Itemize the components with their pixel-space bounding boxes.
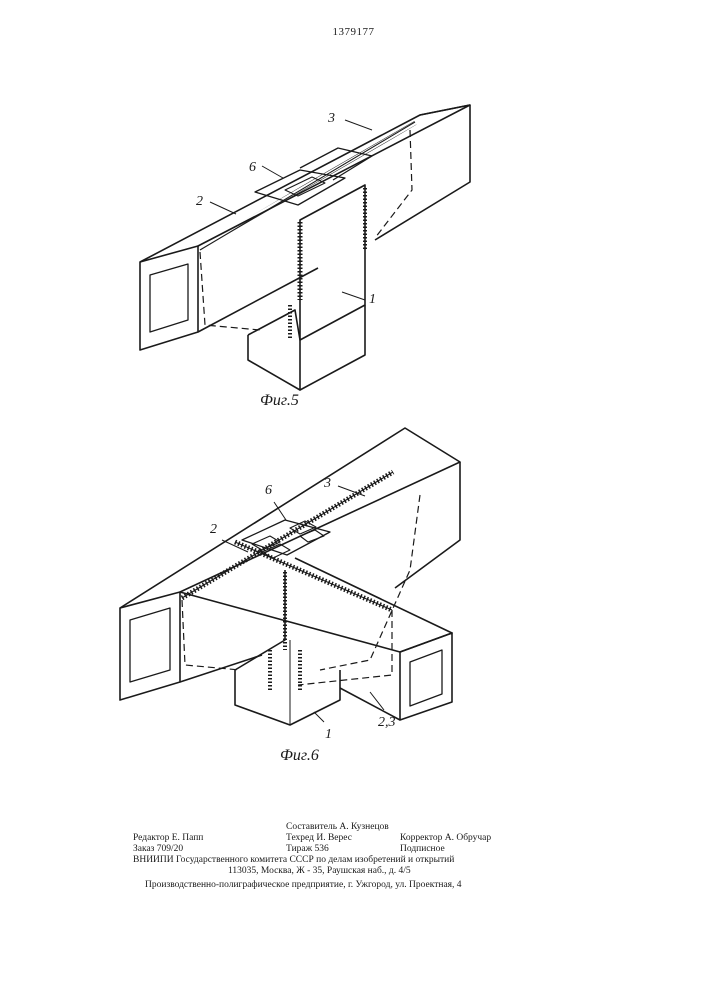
- beam-end-face: [140, 246, 198, 350]
- fig5-caption: Фиг.5: [260, 392, 299, 409]
- post: [300, 185, 365, 340]
- fig6-label-2: 2: [210, 522, 217, 537]
- fig6-label-23: 2,3: [378, 715, 396, 730]
- figure-5-drawing: 3 6 2 1 Фиг.5: [0, 0, 707, 420]
- techred: Техред И. Верес: [286, 833, 352, 844]
- beam-end-left: [120, 592, 180, 700]
- address: 113035, Москва, Ж - 35, Раушская наб., д…: [228, 866, 411, 877]
- circulation: Тираж 536: [286, 844, 329, 855]
- figure-6-drawing: 3 6 2 2,3 1 Фиг.6: [0, 420, 707, 780]
- fig6-label-3: 3: [323, 476, 331, 491]
- corrector: Корректор А. Обручар: [400, 833, 491, 844]
- compiler: Составитель А. Кузнецов: [286, 822, 389, 833]
- fig5-label-3: 3: [327, 111, 335, 126]
- order: Заказ 709/20: [133, 844, 183, 855]
- beam-end-right: [400, 633, 452, 720]
- editor: Редактор Е. Папп: [133, 833, 203, 844]
- fig5-label-1: 1: [369, 292, 376, 307]
- fig6-caption: Фиг.6: [280, 747, 319, 764]
- institute: ВНИИПИ Государственного комитета СССР по…: [133, 855, 454, 866]
- printer: Производственно-полиграфическое предприя…: [145, 880, 462, 891]
- fig5-label-6: 6: [249, 160, 256, 175]
- subscription: Подписное: [400, 844, 445, 855]
- fig6-label-6: 6: [265, 483, 272, 498]
- fig5-label-2: 2: [196, 194, 203, 209]
- fig6-label-1: 1: [325, 727, 332, 742]
